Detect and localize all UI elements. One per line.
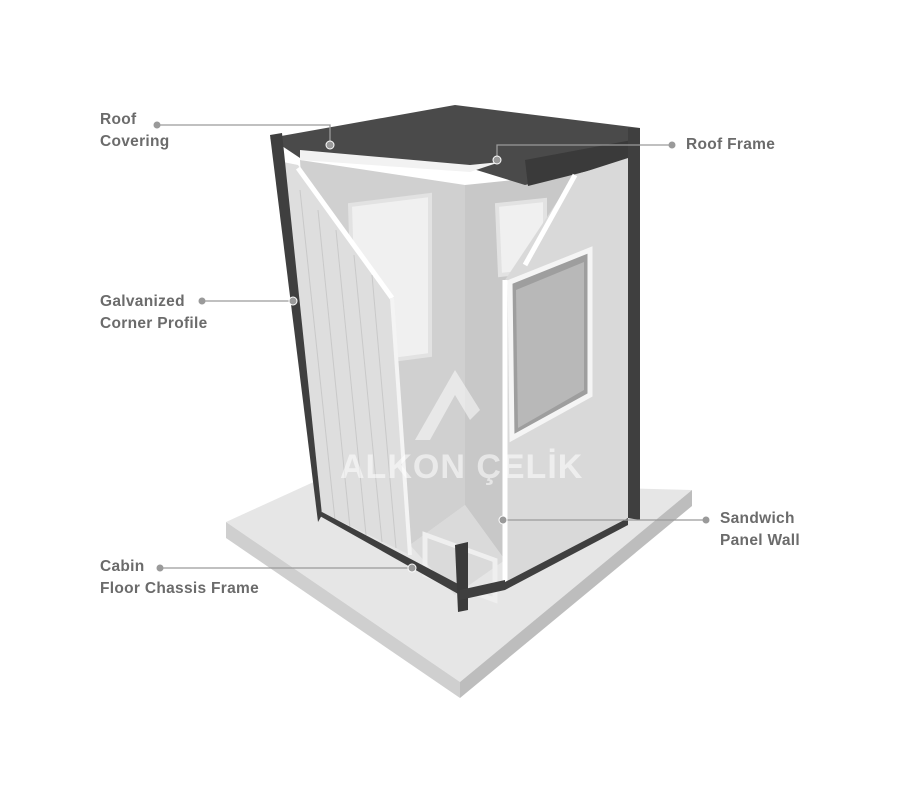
label-line: Roof Frame: [686, 136, 776, 153]
label-line: Covering: [100, 133, 170, 150]
label-line: Galvanized: [100, 293, 185, 310]
corner-post: [270, 133, 322, 522]
leader-dots: [153, 121, 710, 573]
leader-lines: [157, 124, 706, 569]
label-roof-covering: Roof Covering: [100, 109, 170, 153]
watermark-logo-icon: [415, 370, 480, 440]
label-galvanized-corner-profile: Galvanized Corner Profile: [100, 291, 208, 335]
label-roof-frame: Roof Frame: [686, 134, 775, 156]
watermark: ALKON ÇELİK: [340, 448, 584, 486]
label-line: Cabin: [100, 558, 145, 575]
label-line: Corner Profile: [100, 315, 208, 332]
label-line: Floor Chassis Frame: [100, 580, 260, 597]
label-sandwich-panel-wall: Sandwich Panel Wall: [720, 508, 800, 552]
roof: [270, 105, 640, 186]
right-sandwich-wall: [502, 128, 640, 590]
label-line: Sandwich: [720, 510, 795, 527]
label-line: Panel Wall: [720, 532, 800, 549]
label-cabin-floor-chassis-frame: Cabin Floor Chassis Frame: [100, 556, 259, 600]
floor-chassis: [318, 512, 505, 612]
label-line: Roof: [100, 111, 137, 128]
left-sandwich-wall: [270, 133, 412, 556]
